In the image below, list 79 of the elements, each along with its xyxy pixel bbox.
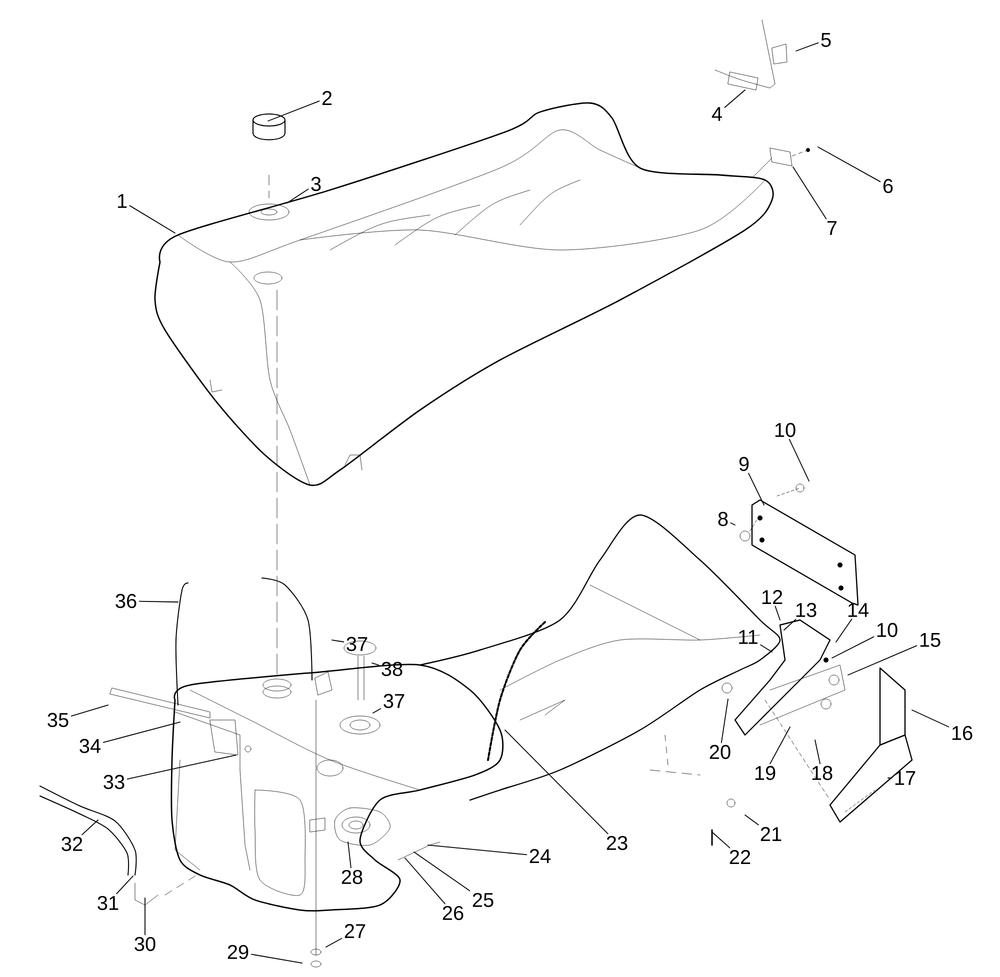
leader-line xyxy=(70,704,108,716)
callout-number: 12 xyxy=(762,590,782,604)
callout-number: 4 xyxy=(712,107,722,121)
leader-line xyxy=(404,858,446,904)
callout-number: 2 xyxy=(322,91,332,105)
leader-line xyxy=(724,90,746,108)
leader-line xyxy=(102,722,180,743)
callout-number: 18 xyxy=(812,766,832,780)
callout-number: 3 xyxy=(311,176,321,192)
leader-line xyxy=(116,876,134,894)
callout-number: 13 xyxy=(796,602,816,618)
callout-number: 26 xyxy=(442,906,464,920)
callout-number: 14 xyxy=(848,603,869,617)
callout-number: 1 xyxy=(118,194,127,208)
callout-number: 20 xyxy=(710,744,730,760)
callout-number: 19 xyxy=(755,766,776,780)
callout-number: 8 xyxy=(718,512,728,526)
callout-number: 34 xyxy=(80,738,101,754)
leader-line xyxy=(138,600,178,602)
leader-line xyxy=(836,618,852,642)
callout-number: 22 xyxy=(730,850,750,864)
callout-number: 27 xyxy=(344,924,366,938)
callout-number: 29 xyxy=(228,944,248,960)
leader-line xyxy=(814,740,820,764)
leader-line xyxy=(774,606,780,620)
callout-number: 28 xyxy=(342,870,362,884)
leader-line xyxy=(268,100,320,122)
callout-number: 25 xyxy=(472,892,494,908)
leader-line xyxy=(744,814,759,826)
callout-number: 38 xyxy=(382,662,402,676)
leader-line xyxy=(82,820,98,836)
callout-number: 5 xyxy=(821,33,831,47)
leader-line xyxy=(144,898,146,936)
callout-number: 23 xyxy=(606,836,628,850)
leader-line xyxy=(504,730,608,834)
leader-line xyxy=(348,842,352,868)
callout-number: 17 xyxy=(895,771,916,785)
leader-line xyxy=(126,754,236,780)
leader-line xyxy=(796,42,819,52)
leader-line xyxy=(332,640,344,642)
leader-line xyxy=(788,438,810,482)
callout-number: 37 xyxy=(346,636,368,652)
callout-number: 10 xyxy=(775,422,796,438)
callout-number: 32 xyxy=(62,836,82,852)
leader-line xyxy=(372,708,382,714)
leader-line xyxy=(912,710,950,728)
callout-number: 9 xyxy=(739,456,749,472)
callout-number: 33 xyxy=(104,774,124,790)
leader-line xyxy=(428,844,528,856)
callout-number: 35 xyxy=(48,712,68,728)
callout-number: 30 xyxy=(134,936,156,952)
callout-number: 11 xyxy=(739,630,758,644)
leader-line xyxy=(848,645,918,676)
leader-line xyxy=(326,938,342,948)
leader-line xyxy=(784,618,796,630)
leader-line xyxy=(372,662,380,666)
callout-number: 15 xyxy=(920,633,940,647)
leader-line xyxy=(712,832,730,848)
callout-number: 37 xyxy=(384,694,404,708)
leader-line xyxy=(760,644,772,652)
leader-line xyxy=(748,472,764,506)
leader-line xyxy=(286,188,309,204)
callout-number: 16 xyxy=(952,726,972,740)
callout-number: 10 xyxy=(877,622,898,638)
leader-line xyxy=(730,522,736,526)
callout-number: 7 xyxy=(827,221,837,235)
callout-number: 21 xyxy=(760,827,782,841)
callout-number: 6 xyxy=(883,178,893,194)
leader-line xyxy=(414,852,470,892)
leader-line xyxy=(129,205,176,234)
leader-line xyxy=(770,726,790,764)
leader-line xyxy=(832,636,874,658)
leader-line xyxy=(720,698,728,744)
callout-number: 31 xyxy=(98,896,118,910)
callout-number: 36 xyxy=(116,594,136,608)
leader-line xyxy=(792,166,827,220)
leader-line xyxy=(818,146,881,182)
leader-line xyxy=(250,954,302,964)
callout-number: 24 xyxy=(530,849,551,863)
